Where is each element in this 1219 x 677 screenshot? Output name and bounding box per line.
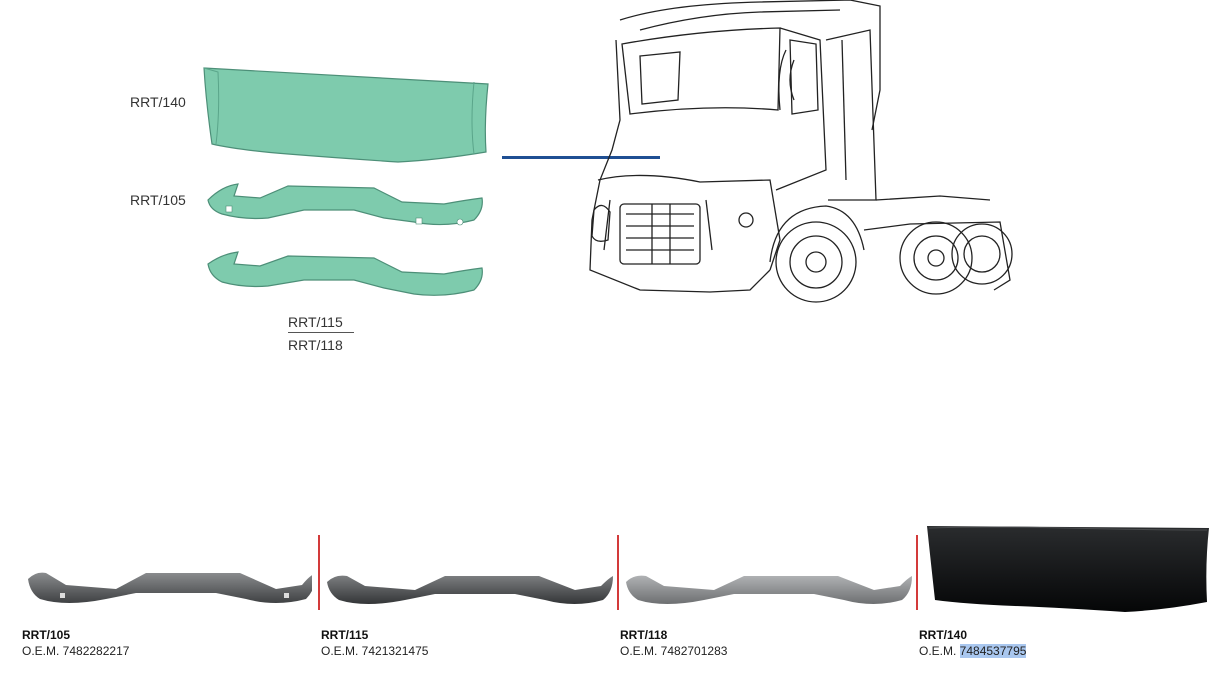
oem-number[interactable]: 7421321475	[361, 644, 429, 658]
product-oem: O.E.M. 7421321475	[321, 644, 428, 658]
oem-prefix: O.E.M.	[620, 644, 661, 658]
bumper-bar-105-diagram	[207, 183, 483, 226]
product-card-rrt-115[interactable]: RRT/115 O.E.M. 7421321475	[321, 520, 613, 670]
label-rrt-118: RRT/118	[288, 337, 343, 353]
truck-illustration	[589, 0, 1013, 303]
card-divider	[617, 535, 619, 610]
product-code: RRT/118	[620, 628, 668, 642]
product-oem: O.E.M. 7482701283	[620, 644, 727, 658]
label-rrt-115: RRT/115	[288, 314, 343, 330]
visor-part-diagram	[203, 67, 489, 163]
product-image-rrt-118	[626, 575, 912, 604]
oem-prefix: O.E.M.	[919, 644, 960, 658]
product-image-rrt-140	[927, 526, 1209, 612]
oem-number[interactable]: 7482701283	[660, 644, 728, 658]
product-code: RRT/115	[321, 628, 369, 642]
bumper-bar-115-118-diagram	[207, 251, 483, 296]
oem-prefix: O.E.M.	[321, 644, 362, 658]
product-image-rrt-105	[28, 572, 312, 603]
card-divider	[318, 535, 320, 610]
oem-number-highlighted[interactable]: 7484537795	[959, 644, 1027, 658]
product-image-rrt-115	[327, 575, 613, 604]
product-code: RRT/105	[22, 628, 71, 642]
card-divider	[916, 535, 918, 610]
oem-number[interactable]: 7482282217	[62, 644, 130, 658]
product-card-rrt-118[interactable]: RRT/118 O.E.M. 7482701283	[620, 520, 912, 670]
product-oem: O.E.M. 7484537795	[919, 644, 1027, 658]
product-card-rrt-105[interactable]: RRT/105 O.E.M. 7482282217	[22, 520, 312, 670]
product-card-rrt-140[interactable]: RRT/140 O.E.M. 7484537795	[919, 520, 1211, 670]
product-code: RRT/140	[919, 628, 968, 642]
label-rrt-105: RRT/105	[130, 192, 186, 208]
connector-line	[502, 156, 660, 159]
label-rrt-140: RRT/140	[130, 94, 186, 110]
product-oem: O.E.M. 7482282217	[22, 644, 129, 658]
oem-prefix: O.E.M.	[22, 644, 63, 658]
label-divider	[288, 332, 354, 333]
